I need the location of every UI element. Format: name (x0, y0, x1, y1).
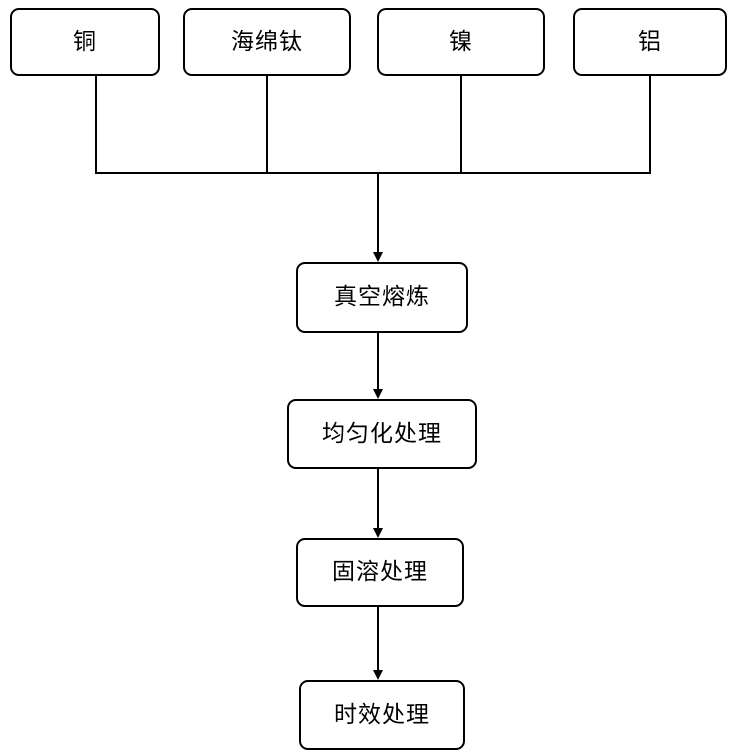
step-box-aging-treatment: 时效处理 (299, 680, 465, 750)
input-box-nickel: 镍 (377, 8, 545, 76)
input-box-aluminum: 铝 (573, 8, 727, 76)
step-box-homogenization: 均匀化处理 (287, 399, 477, 469)
step-box-vacuum-melting: 真空熔炼 (296, 262, 468, 333)
input-label-nickel: 镍 (449, 31, 473, 54)
input-label-titanium-sponge: 海绵钛 (231, 31, 303, 54)
step-label-homogenization: 均匀化处理 (322, 423, 442, 446)
input-label-aluminum: 铝 (638, 31, 662, 54)
step-label-aging-treatment: 时效处理 (334, 704, 430, 727)
input-box-copper: 铜 (10, 8, 160, 76)
step-label-vacuum-melting: 真空熔炼 (334, 286, 430, 309)
step-box-solution-treatment: 固溶处理 (296, 538, 464, 607)
step-label-solution-treatment: 固溶处理 (332, 561, 428, 584)
input-box-titanium-sponge: 海绵钛 (183, 8, 351, 76)
input-label-copper: 铜 (73, 31, 97, 54)
